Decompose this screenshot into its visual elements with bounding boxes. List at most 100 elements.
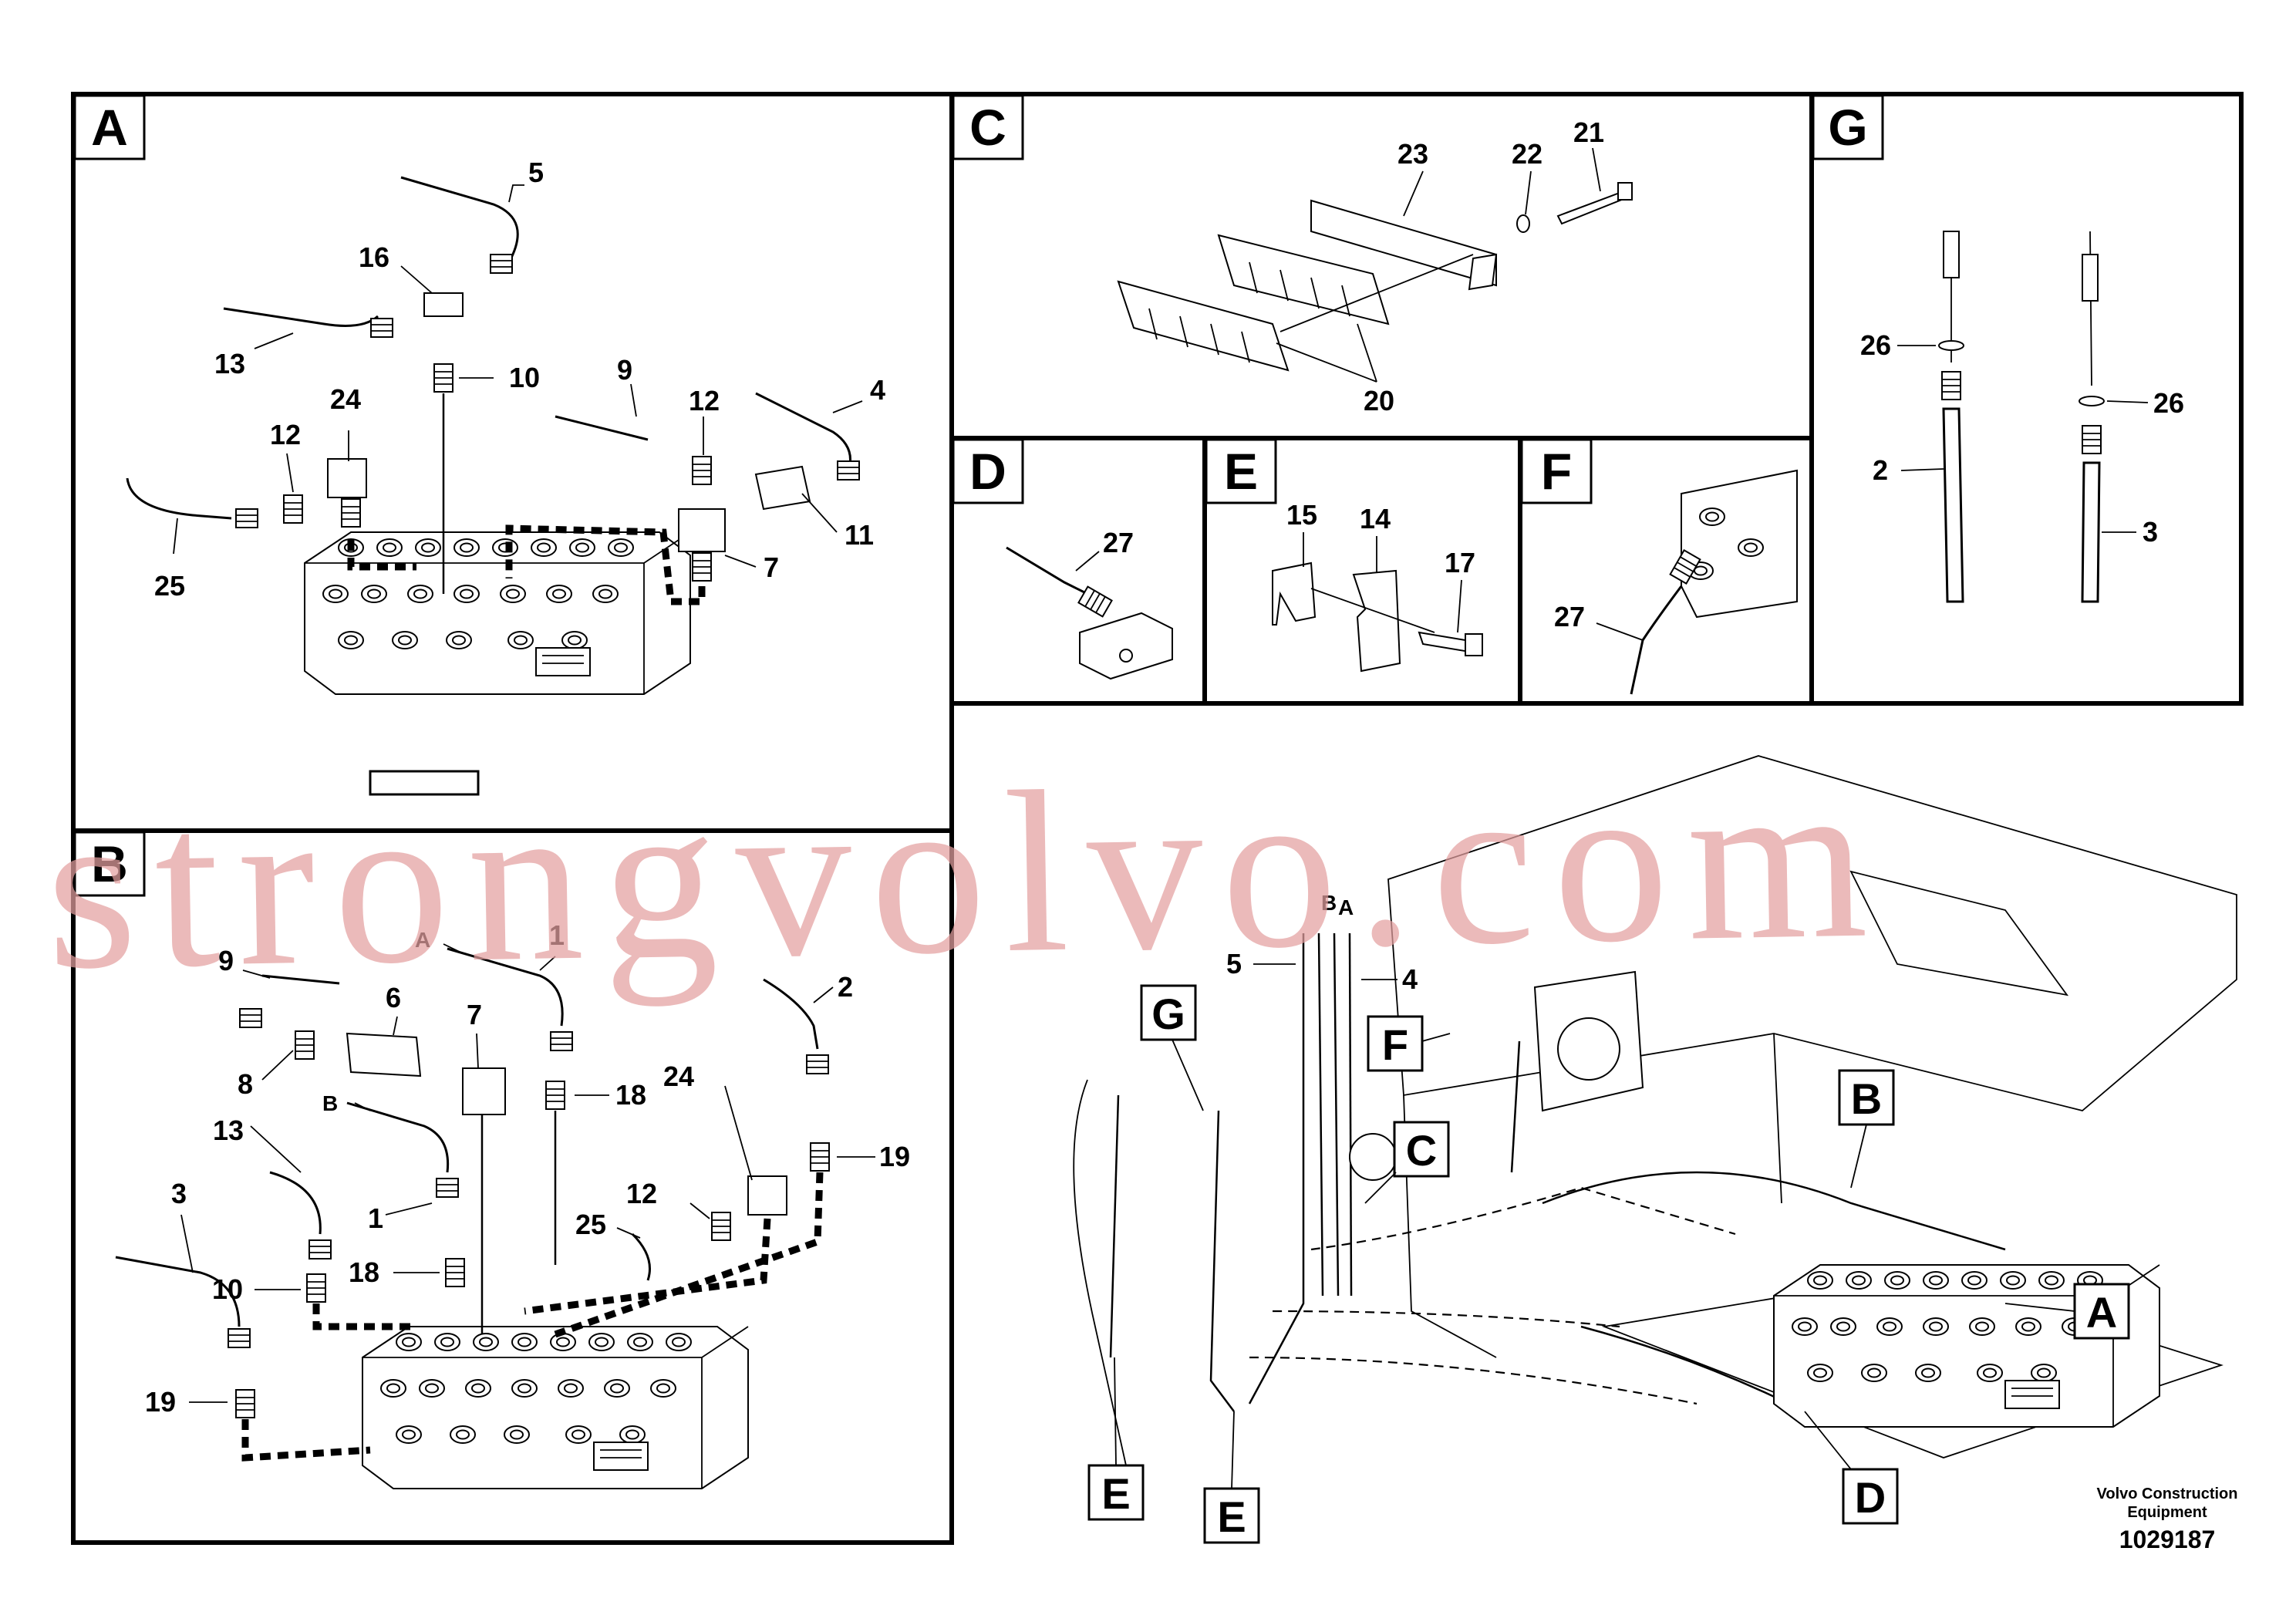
- hose-9-b: [261, 974, 340, 985]
- hose-ov-g2: [1209, 1110, 1235, 1412]
- leader-g-2: [1900, 468, 1944, 471]
- leader-b-3: [180, 1214, 194, 1273]
- elbow-5: [490, 254, 513, 274]
- o-ring-26-r: [2079, 396, 2105, 406]
- plug-7-b: [462, 1067, 506, 1115]
- g-fit-r: [2082, 425, 2102, 454]
- panel-label-b: B: [91, 835, 128, 892]
- panel-label-e: E: [1224, 443, 1258, 500]
- clamp-20-bottom: [1117, 280, 1290, 372]
- leader-b-8: [261, 1050, 294, 1081]
- ref-label-e2: E: [1217, 1492, 1246, 1541]
- ref-leader-g: [1172, 1039, 1204, 1111]
- boss-f2: [1738, 538, 1764, 557]
- brand-line-1: Volvo Construction: [2096, 1485, 2238, 1502]
- hose-ov-3: [1333, 932, 1340, 1297]
- swivel-ring: [1349, 1133, 1397, 1181]
- brand-block: Volvo Construction Equipment: [2082, 1485, 2252, 1522]
- panel-d-drawing: 27: [1006, 527, 1173, 680]
- dash-ov-3: [1249, 1356, 1698, 1405]
- nipple-8: [295, 1030, 315, 1060]
- leader-b-9: [242, 969, 271, 979]
- nipple-12-c: [711, 1212, 731, 1241]
- ov-callout-5: 5: [1226, 948, 1242, 980]
- g-connector-r: [2082, 254, 2099, 302]
- leader-g-26r: [2106, 400, 2149, 403]
- callout-b-7: 7: [467, 999, 482, 1030]
- leader-b-13: [250, 1125, 302, 1173]
- brand-line-2: Equipment: [2127, 1504, 2207, 1521]
- callout-a-13: 13: [214, 348, 245, 379]
- elbow-9-b: [239, 1008, 262, 1028]
- bolt-21-head: [1617, 182, 1633, 201]
- callout-c-20: 20: [1364, 385, 1394, 416]
- callout-b-12: 12: [626, 1178, 657, 1209]
- elbow-13-b: [308, 1239, 332, 1259]
- clamp-20-slots: [1249, 261, 1350, 317]
- nipple-10-b: [306, 1273, 326, 1303]
- panel-label-box-f: [1520, 438, 1593, 504]
- panel-f-drawing: 27: [1554, 469, 1798, 695]
- ref-box-f: [1367, 1015, 1424, 1072]
- g-pipes: [1950, 231, 2092, 386]
- control-valve-block-b: [362, 1327, 748, 1489]
- g-fit-l: [1941, 371, 1961, 400]
- block-d-port: [1119, 649, 1133, 663]
- callout-a-16: 16: [359, 241, 389, 273]
- callout-b-6: 6: [386, 982, 401, 1013]
- callout-g-26l: 26: [1860, 329, 1891, 361]
- tee-16: [423, 292, 464, 317]
- leader-4: [832, 400, 863, 413]
- plug-7-fit: [692, 552, 712, 582]
- elbow-25: [235, 508, 258, 528]
- panel-f-frame: [1518, 436, 1814, 706]
- callout-a-12b: 12: [689, 385, 720, 416]
- panel-a-frame: [71, 92, 954, 833]
- panel-g-drawing: 26 26 2 3: [1860, 231, 2184, 603]
- frame-outline: [1387, 755, 2237, 1111]
- ref-label-c: C: [1406, 1126, 1437, 1175]
- leader-13: [254, 332, 294, 349]
- nipple-18-a: [545, 1081, 565, 1110]
- hose-27-f: [1630, 585, 1683, 695]
- ref-label-f: F: [1382, 1020, 1408, 1069]
- control-valve-block-a: [305, 532, 690, 694]
- bolt-21: [1556, 191, 1625, 225]
- hose-ov-4: [1348, 932, 1353, 1297]
- hose-2: [763, 978, 819, 1050]
- panel-label-box-d: [952, 438, 1024, 504]
- callout-b-1b: 1: [368, 1202, 383, 1234]
- leader-c-23: [1403, 170, 1424, 217]
- o-ring-26-l: [1938, 340, 1964, 351]
- hose-ov-g1: [1109, 1094, 1120, 1358]
- washer-22: [1516, 214, 1530, 233]
- hose-ov-2: [1317, 932, 1324, 1297]
- block-d: [1079, 612, 1173, 680]
- dash-ov-2: [1272, 1310, 1620, 1328]
- leader-b-B: [354, 1102, 371, 1111]
- dash-7: [505, 524, 706, 605]
- hose-3-g: [2081, 461, 2101, 603]
- hose-9: [555, 415, 649, 441]
- callout-b-1a: 1: [549, 919, 565, 951]
- leader-b-1b: [385, 1202, 433, 1216]
- panel-label-c: C: [969, 99, 1006, 156]
- callout-c-23: 23: [1397, 138, 1428, 170]
- callout-c-22: 22: [1512, 138, 1542, 170]
- boss-f1: [1699, 508, 1725, 526]
- callout-a-9: 9: [617, 354, 632, 386]
- panel-label-box-e: [1205, 438, 1277, 504]
- ref-label-b: B: [1851, 1074, 1882, 1123]
- ref-leader-c: [1364, 1172, 1397, 1204]
- leader-16: [400, 265, 433, 294]
- document-number: 1029187: [2119, 1526, 2216, 1553]
- clamp-20-top: [1217, 234, 1390, 325]
- ref-leader-e2: [1231, 1411, 1235, 1489]
- dash-19-a: [241, 1419, 371, 1462]
- leader-f-27: [1596, 622, 1644, 641]
- panel-frames: [71, 92, 2244, 1545]
- dash-10-b: [312, 1303, 416, 1330]
- nipple-19-b: [810, 1142, 830, 1172]
- hose-4: [755, 392, 851, 471]
